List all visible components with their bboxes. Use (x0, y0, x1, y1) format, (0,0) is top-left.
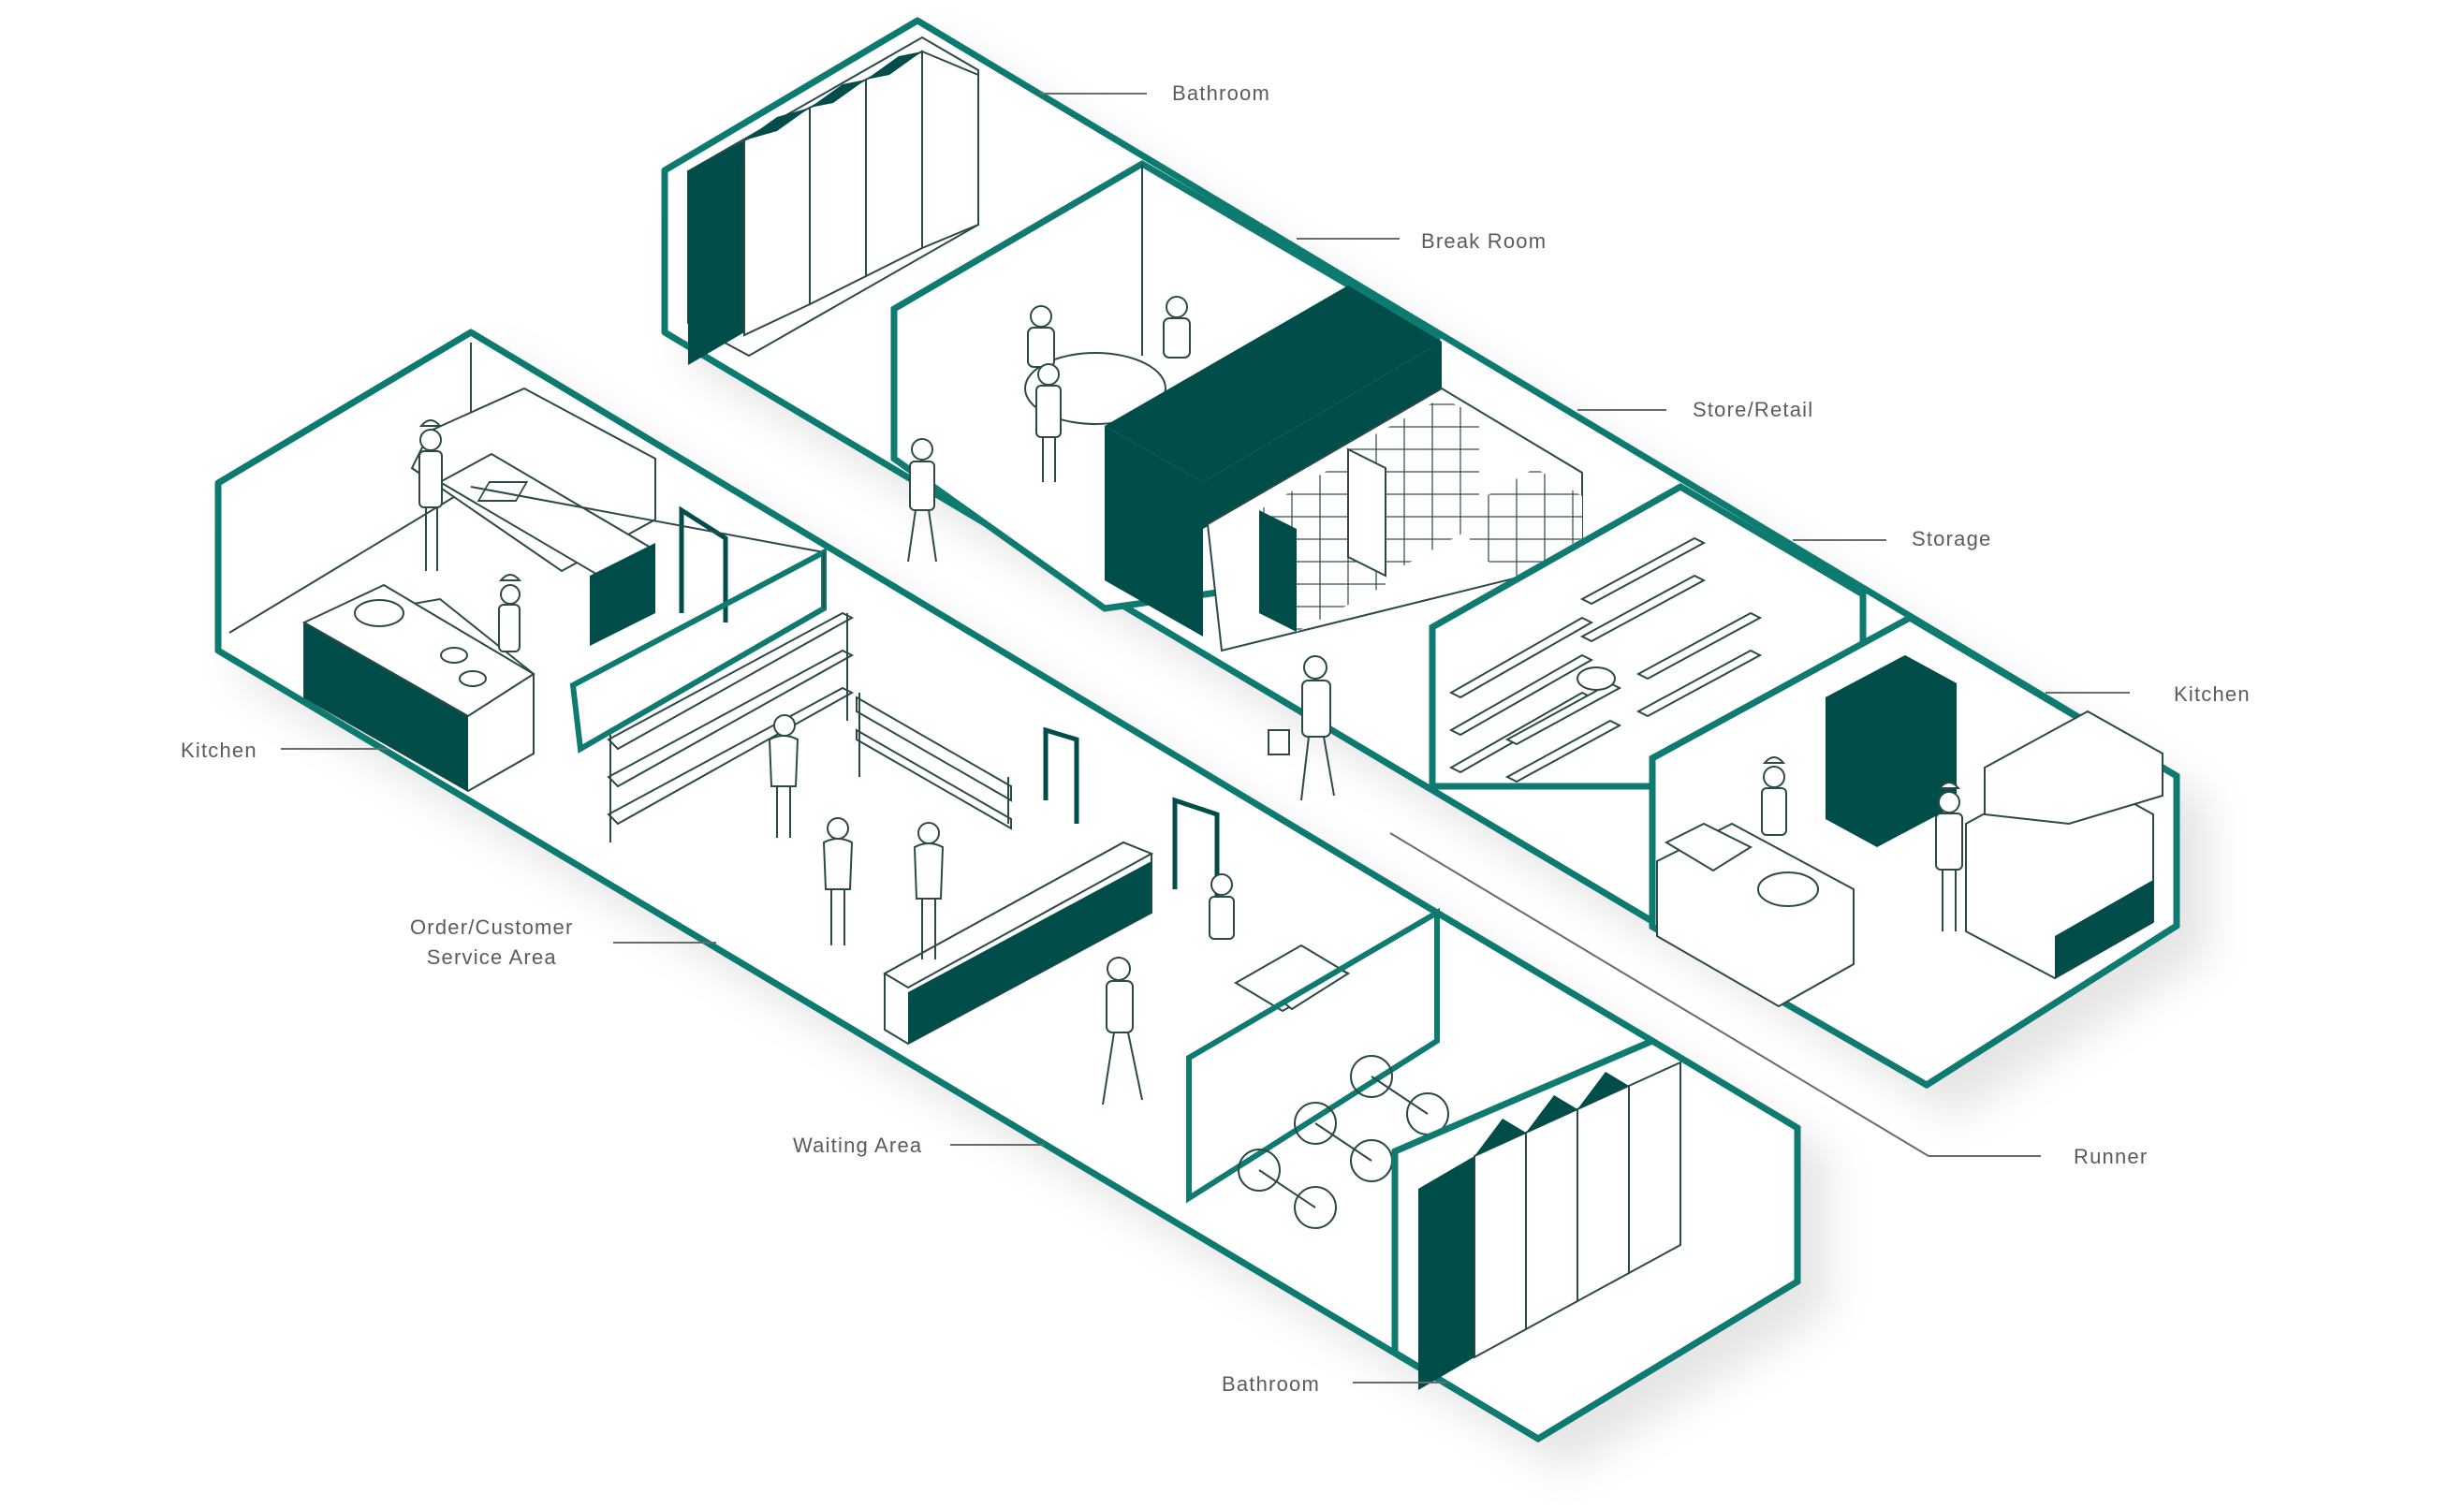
leader-lines (281, 93, 2130, 1384)
room-kitchen-right (1649, 613, 2180, 1090)
label-waiting-area: Waiting Area (793, 1134, 923, 1157)
label-order-line-2: Service Area (426, 945, 557, 969)
retail-shelf-2 (856, 693, 1012, 830)
room-bike-storage (1186, 907, 1440, 1204)
chef-figure-right-1 (1761, 756, 1787, 836)
customer-figure-2 (768, 714, 799, 838)
breakroom-person-3 (1035, 363, 1062, 482)
chef-figure-left-1 (418, 419, 443, 571)
label-order-customer-service: Order/Customer Service Area (410, 913, 574, 973)
room-kitchen-left (228, 343, 825, 793)
chef-figure-left-2 (498, 574, 522, 652)
customer-figure-1 (822, 817, 854, 945)
label-bathroom-bottom: Bathroom (1222, 1372, 1320, 1396)
room-bathroom-top (687, 36, 979, 365)
runner-figure-man-with-bag (1268, 655, 1335, 801)
label-store-retail: Store/Retail (1693, 398, 1814, 421)
label-kitchen-right: Kitchen (2174, 682, 2251, 706)
label-kitchen-left: Kitchen (181, 739, 257, 762)
runner-path-line (1389, 832, 1929, 1157)
breakroom-person-1 (1027, 305, 1055, 368)
customer-figure-3 (913, 822, 945, 959)
breakroom-person-2 (1163, 296, 1191, 359)
label-bathroom-top: Bathroom (1172, 81, 1270, 105)
label-runner: Runner (2074, 1145, 2149, 1168)
label-break-room: Break Room (1421, 229, 1547, 253)
label-order-line-1: Order/Customer (410, 915, 574, 939)
room-store-retail (1206, 387, 1583, 652)
chef-figure-right-2 (1935, 782, 1963, 931)
label-storage: Storage (1912, 527, 1992, 550)
waiting-area (1102, 873, 1351, 1105)
runner-figure-woman (907, 438, 937, 563)
room-bathroom-bottom (1391, 1037, 1801, 1443)
